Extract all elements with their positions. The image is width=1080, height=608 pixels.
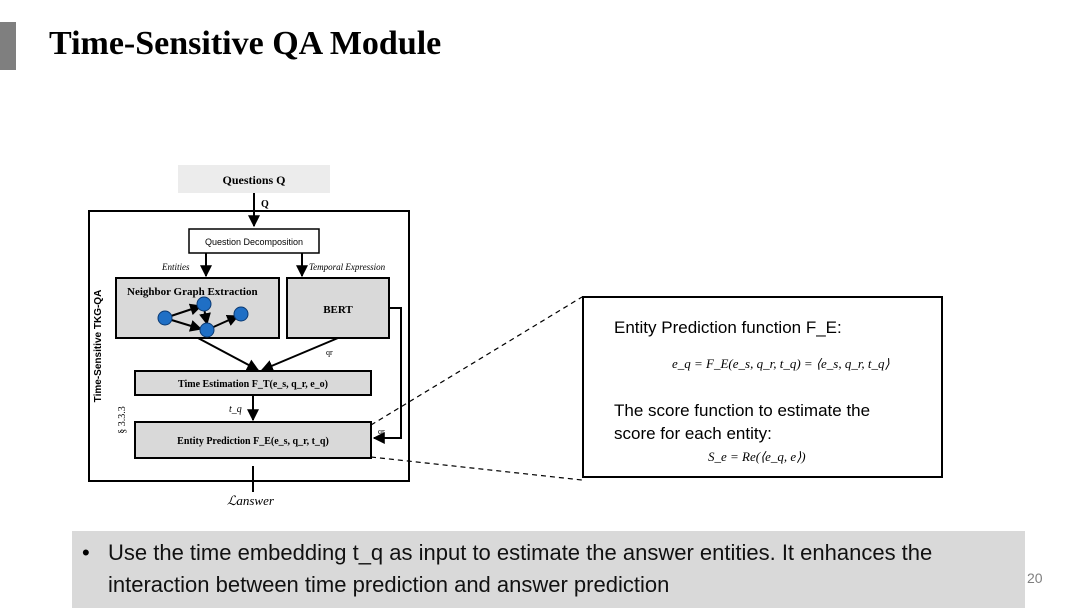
loss-label: ℒanswer bbox=[227, 493, 275, 508]
question-decomposition-label: Question Decomposition bbox=[205, 237, 303, 247]
zoom-line-bottom bbox=[370, 456, 583, 481]
page-number: 20 bbox=[1027, 570, 1043, 586]
section-label: § 3.3.3 bbox=[117, 406, 128, 434]
temporal-expression-label: Temporal Expression bbox=[309, 262, 386, 272]
module-label: Time-Sensitive TKG-QA bbox=[93, 290, 104, 403]
module-frame bbox=[88, 210, 410, 482]
bert-label: BERT bbox=[323, 304, 353, 316]
callout-text-line-1: The score function to estimate the bbox=[614, 401, 871, 420]
slide-title: Time-Sensitive QA Module bbox=[49, 25, 442, 62]
bert-to-entity-arrow bbox=[372, 307, 402, 444]
entities-label: Entities bbox=[161, 262, 190, 272]
bullet-box: • Use the time embedding t_q as input to… bbox=[72, 531, 1025, 608]
entity-prediction-box bbox=[134, 421, 372, 459]
q-label: Q bbox=[261, 199, 269, 210]
qr-label-2: qr bbox=[378, 427, 385, 436]
bert-to-time-arrow bbox=[260, 337, 339, 372]
entity-prediction-label: Entity Prediction F_E(e_s, q_r, t_q) bbox=[177, 436, 329, 447]
callout-equation-2: S_e = Re(⟨e_q, e⟩) bbox=[708, 449, 806, 464]
question-decomposition-box bbox=[188, 228, 320, 254]
tq-label: t_q bbox=[229, 404, 242, 415]
title-accent-bar bbox=[0, 22, 16, 70]
entity-prediction-callout: Entity Prediction function F_E: e_q = F_… bbox=[582, 296, 943, 478]
bert-box bbox=[286, 277, 390, 339]
callout-equation-1: e_q = F_E(e_s, q_r, t_q) = ⟨e_s, q_r, t_… bbox=[672, 356, 890, 371]
bullet-text: Use the time embedding t_q as input to e… bbox=[108, 540, 933, 597]
zoom-line-top bbox=[370, 296, 583, 426]
questions-input-box bbox=[178, 165, 330, 193]
neighbor-graph-label: Neighbor Graph Extraction bbox=[127, 286, 258, 298]
bullet-dot: • bbox=[82, 540, 90, 565]
qr-label-1: qr bbox=[326, 348, 333, 357]
time-estimation-box bbox=[134, 370, 372, 396]
time-estimation-label: Time Estimation F_T(e_s, q_r, e_o) bbox=[178, 379, 328, 390]
graph-to-time-arrow bbox=[197, 337, 260, 371]
graph-icon bbox=[157, 296, 249, 338]
callout-text-line-2: score for each entity: bbox=[614, 424, 772, 443]
questions-label: Questions Q bbox=[222, 173, 285, 187]
callout-heading: Entity Prediction function F_E: bbox=[614, 318, 842, 337]
